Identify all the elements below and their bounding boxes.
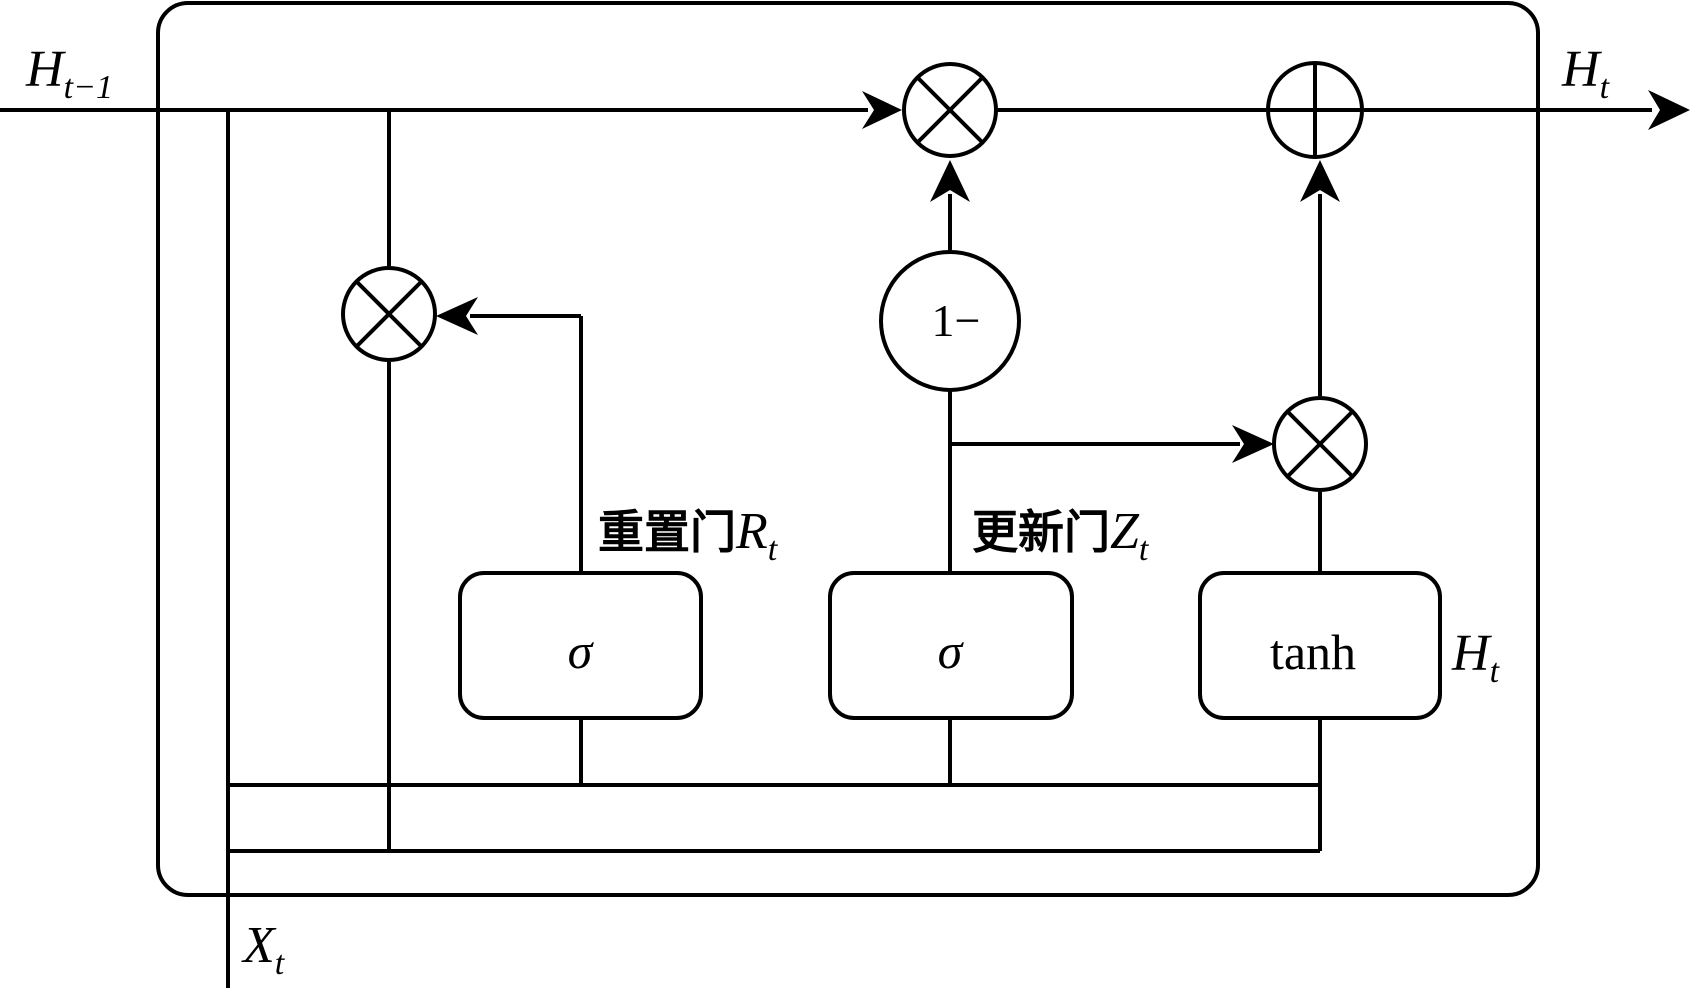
multiply-icon [902,62,998,158]
output-label: Ht [1561,41,1611,106]
cand-mult-arrow [1300,160,1340,202]
candidate-multiply-icon [1272,396,1368,492]
one-minus-arrow [930,160,970,202]
cell-boundary [156,1,1540,897]
x-input-label: Xt [241,917,286,982]
reset-gate-func: σ [568,623,595,679]
h-prev-arrow [862,91,902,129]
update-gate-label: 更新门Zt [972,503,1150,568]
candidate-func: tanh [1270,624,1356,680]
add-icon [1266,61,1364,159]
reset-gate-box [458,571,703,720]
one-minus-node [879,250,1021,392]
reset-gate-arrow [436,297,478,335]
output-arrow [1648,90,1690,130]
h-prev-label: Ht−1 [25,41,113,106]
one-minus-label: 1− [932,295,981,346]
reset-gate-label: 重置门Rt [598,503,779,568]
update-gate-box [828,571,1074,720]
candidate-label: Ht [1451,625,1501,690]
update-to-mult-arrow [1232,425,1274,463]
update-gate-func: σ [938,623,965,679]
candidate-box [1198,571,1442,720]
reset-multiply-icon [341,266,437,362]
